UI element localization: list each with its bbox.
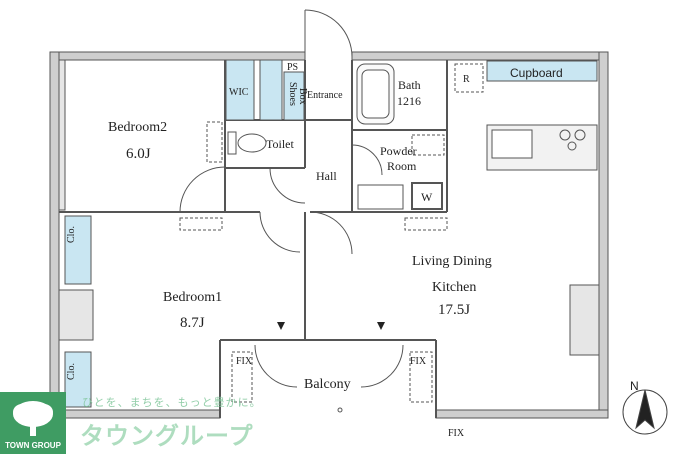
closet-lower-label: Clo. [66,363,77,380]
fix-left-label: FIX [236,356,253,367]
logo-tree-mark: TOWN GROUP [0,392,66,454]
compass-north-label: N [630,379,639,393]
bedroom1-label: Bedroom1 [163,290,222,305]
ldk-label-line2: Kitchen [432,280,476,295]
logo-name: タウングループ [80,422,254,450]
entrance-label: Entrance [307,90,343,101]
ldk-label-line1: Living Dining [412,254,492,269]
logo-tagline: ひとを、まちを、もっと豊かに。 [82,396,262,409]
tree-icon [13,401,53,436]
powder-fixtures [357,134,445,210]
overhead-dashes [179,121,448,403]
balcony-arrows [277,322,385,413]
toilet-label: Toilet [266,137,294,151]
bath-label: Bath [398,78,421,92]
bedroom2-label: Bedroom2 [108,120,167,135]
bedroom1-size: 8.7J [180,315,205,331]
shoes-box-label-2: Box [297,88,308,105]
kitchen-island [486,124,598,171]
washer-label: W [421,190,433,204]
powder-label-line2: Room [387,159,417,173]
bedroom2-size: 6.0J [126,146,151,162]
shoes-box-label-1: Shoes [287,82,298,106]
compass [622,389,668,435]
bathtub [356,63,395,125]
logo-subtitle: TOWN GROUP [5,441,61,450]
refrigerator-space [454,63,484,93]
cupboard-label: Cupboard [510,66,563,80]
storage-areas [64,59,598,408]
door-swings [179,9,404,388]
ps-label: PS [287,62,298,73]
fix-right-label: FIX [410,356,427,367]
columns [58,59,600,356]
wic-label: WIC [229,87,249,98]
hall-label: Hall [316,169,337,183]
company-logo: TOWN GROUP ひとを、まちを、もっと豊かに。 タウングループ [0,392,270,454]
fix-bottom-label: FIX [448,428,465,439]
bath-size: 1216 [397,94,421,108]
powder-label-line1: Powder [380,144,417,158]
exterior-walls [49,51,609,419]
closet-upper-label: Clo. [66,226,77,243]
interior-walls [59,60,448,418]
ldk-size: 17.5J [438,302,470,318]
balcony-label: Balcony [304,377,351,392]
toilet-fixture [227,131,267,155]
refrigerator-label: R [463,74,470,85]
